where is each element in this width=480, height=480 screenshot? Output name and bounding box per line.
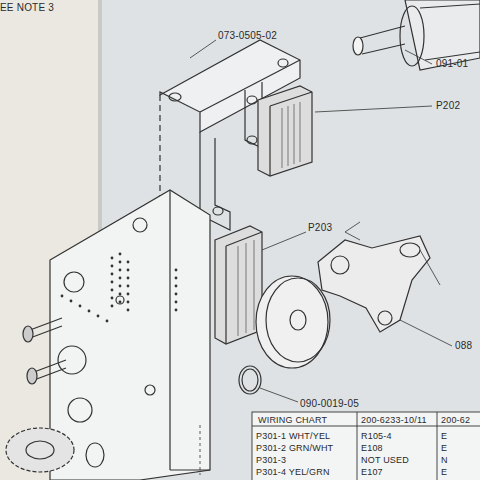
table-cell: P301-2 GRN/WHT: [256, 442, 333, 454]
table-cell: R105-4: [361, 430, 392, 442]
connector-label: P203: [308, 222, 332, 234]
table-cell: N: [441, 454, 448, 466]
table-header: 200-6233-10/11: [361, 414, 427, 426]
connector-block: [258, 86, 312, 176]
table-cell: E108: [361, 442, 383, 454]
table-cell: E: [441, 430, 447, 442]
connector-label: P202: [436, 100, 460, 112]
table-cell: E107: [361, 466, 383, 478]
hole-row: [61, 253, 178, 323]
cam-arm: [318, 222, 440, 332]
table-cell: E: [441, 442, 447, 454]
mounting-plate: [50, 190, 210, 480]
table-header: 200-62: [441, 414, 470, 426]
motor: [353, 0, 480, 70]
connector-block: [215, 226, 262, 344]
table-cell: P301-3: [256, 454, 286, 466]
wiring-chart: [252, 412, 480, 480]
note: EE NOTE 3: [0, 2, 54, 14]
table-cell: P301-4 YEL/GRN: [256, 466, 330, 478]
part-number: 090-0019-05: [300, 398, 359, 410]
part-number: 073-0505-02: [218, 30, 277, 42]
pulley-disk: [256, 276, 330, 368]
table-header: WIRING CHART: [258, 414, 327, 426]
table-cell: NOT USED: [361, 454, 409, 466]
leader-line: [190, 40, 452, 475]
retaining-ring: [239, 366, 261, 394]
table-cell: E: [441, 466, 447, 478]
screw: [23, 318, 66, 384]
table-cell: P301-1 WHT/YEL: [256, 430, 330, 442]
part-number: 091-01: [436, 58, 468, 70]
gear: [6, 428, 104, 472]
part-number: 088: [455, 340, 472, 352]
